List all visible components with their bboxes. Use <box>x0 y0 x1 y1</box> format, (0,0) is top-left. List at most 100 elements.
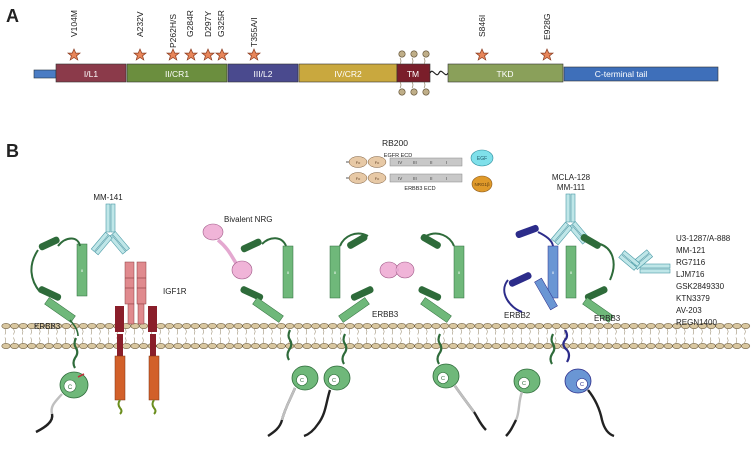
lipid-tail <box>47 328 49 335</box>
lipid-head <box>388 323 398 329</box>
lipid-head <box>723 343 733 349</box>
lipid-head <box>448 323 458 329</box>
lipid-tail <box>56 328 58 335</box>
lipid-tail <box>245 337 247 344</box>
roman-iii: III <box>413 160 417 165</box>
star-icon <box>133 48 147 61</box>
lipid-tail <box>365 337 368 344</box>
lipid-head <box>629 323 639 329</box>
lipid-tail <box>649 328 651 335</box>
lipid-tail <box>90 337 92 344</box>
mutation-label: G284R <box>185 10 195 37</box>
lipid-head <box>216 323 226 329</box>
lipid-head <box>319 323 329 329</box>
lipid-head <box>268 323 278 329</box>
lipid-tail <box>365 328 368 335</box>
lipid-head <box>216 343 226 349</box>
lipid-tail <box>520 328 522 335</box>
lipid-head <box>1 343 11 349</box>
drug-item: MM-121 <box>676 246 706 255</box>
lipid-tail <box>357 328 359 335</box>
domain-label: I/L1 <box>84 69 98 79</box>
lipid-tail <box>159 337 161 344</box>
lipid-head <box>655 343 665 349</box>
lipid-tail <box>417 328 419 335</box>
lipid-head <box>328 343 338 349</box>
lipid-tail <box>512 337 514 344</box>
kinase-label: C <box>580 382 584 388</box>
lipid-tail <box>580 337 583 344</box>
lipid-head <box>629 343 639 349</box>
lipid-tail <box>374 337 376 344</box>
lipid-tail <box>219 328 221 335</box>
lipid-tail <box>202 328 204 335</box>
lipid-tail <box>159 328 161 335</box>
lipid-head <box>706 343 716 349</box>
domain-roman: II <box>570 270 572 275</box>
lipid-tail <box>125 337 127 344</box>
lipid-tail <box>99 337 101 344</box>
lipid-tail <box>142 337 144 344</box>
lipid-tail <box>408 337 411 344</box>
lipid-tail <box>666 328 669 335</box>
lipid-tail <box>649 337 651 344</box>
lipid-head <box>508 323 518 329</box>
lipid-tail <box>383 337 385 344</box>
lipid-head <box>577 343 587 349</box>
kinase-label: C <box>68 385 73 391</box>
lipid-tail <box>297 337 299 344</box>
lipid-tail <box>348 337 350 344</box>
lipid-tail <box>245 328 247 335</box>
lipid-head <box>612 343 622 349</box>
lipid-head <box>534 323 544 329</box>
lipid-head <box>1 323 11 329</box>
lipid-tail <box>47 337 49 344</box>
lipid-head <box>397 323 407 329</box>
lipid-head <box>560 323 570 329</box>
lipid-head <box>637 343 647 349</box>
lipid-tail <box>494 328 497 335</box>
erbb3-mm141-group: MM-141 II ERBB3 <box>30 193 130 337</box>
lipid-tail <box>434 328 436 335</box>
lipid-head <box>663 343 673 349</box>
domain-roman: II <box>287 270 289 275</box>
lipid-head <box>543 343 553 349</box>
lipid-tail <box>262 337 264 344</box>
lipid-head <box>61 323 71 329</box>
lipid-tail <box>305 328 307 335</box>
lipid-tail <box>4 337 6 344</box>
anti-erbb3-antibody <box>618 249 671 274</box>
lipid-tail <box>56 337 58 344</box>
lipid-head <box>534 343 544 349</box>
lipid-tail <box>658 337 660 344</box>
lipid-head <box>672 343 682 349</box>
fc-label: Fc <box>375 160 379 165</box>
lipid-head <box>336 323 346 329</box>
domain-tkd <box>447 63 564 83</box>
lipid-tail <box>13 328 15 335</box>
lipid-head <box>78 343 88 349</box>
fc-domain <box>348 156 368 168</box>
bivalent-nrg-label: Bivalent NRG <box>224 215 272 224</box>
mutation-label: A232V <box>135 11 145 37</box>
lipid-tail <box>340 328 342 335</box>
lipid-tail <box>529 328 531 335</box>
erbb2-erbb3-group: MCLA-128 MM-111 II ERBB2 II ERBB3 <box>503 173 671 323</box>
lipid-tail <box>211 337 213 344</box>
lipid-head <box>646 343 656 349</box>
lipid-head <box>250 323 260 329</box>
lipid-tail <box>460 328 462 335</box>
rb200-construct: RB200 EGFR ECD Fc Fc IV III II I EGF Fc … <box>346 138 494 193</box>
lipid-tail <box>193 337 196 344</box>
lipid-tail <box>39 328 41 335</box>
egf-label: EGF <box>477 156 487 162</box>
lipid-head <box>483 323 493 329</box>
lipid-tail <box>675 337 677 344</box>
bivalent-nrg-group: Bivalent NRG II <box>202 215 294 323</box>
domain-bar: I/L1 II/CR1 III/L2 IV/CR2 TM TKD C-termi… <box>33 63 719 83</box>
kinase-label: C <box>300 378 304 384</box>
lipid-head <box>285 323 295 329</box>
lipid-tail <box>486 337 488 344</box>
lipid-tail <box>202 337 204 344</box>
